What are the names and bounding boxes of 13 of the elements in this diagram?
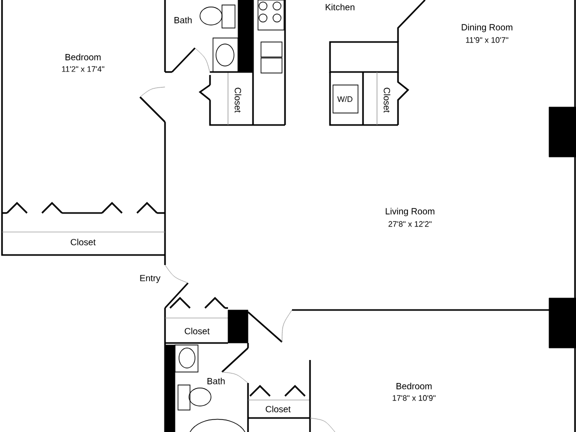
- room-label: Entry: [140, 274, 160, 284]
- room-label: Closet: [70, 238, 96, 246]
- room-label: Living Room: [386, 208, 434, 216]
- room-label: Closet: [384, 88, 390, 113]
- room-label: Kitchen: [326, 4, 354, 10]
- room-label: Closet: [266, 406, 291, 412]
- room-label: Bedroom: [396, 382, 432, 390]
- room-label: Closet: [234, 88, 242, 113]
- room-label: Dining Room: [462, 24, 512, 32]
- room-label: Bath: [208, 378, 225, 384]
- room-label: Bedroom: [66, 54, 101, 60]
- room-label: Closet: [184, 328, 210, 334]
- room-label: Bath: [174, 16, 192, 24]
